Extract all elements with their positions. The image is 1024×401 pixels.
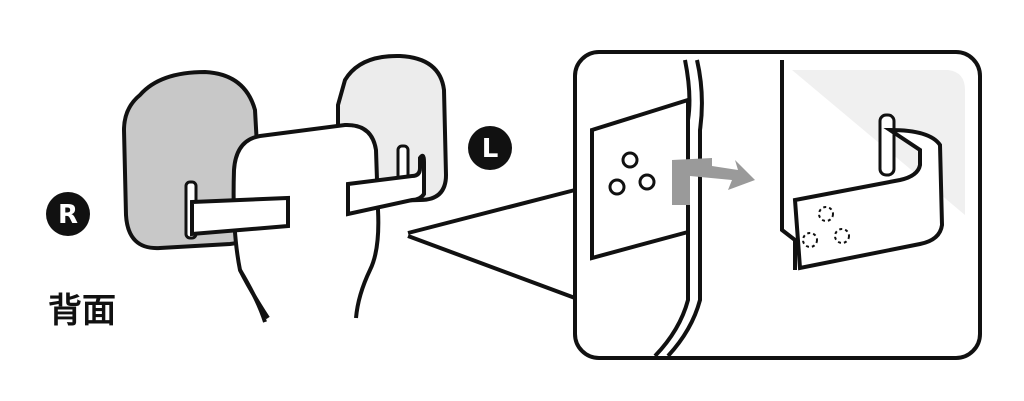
right-badge: R xyxy=(46,192,90,236)
callout-lines xyxy=(407,188,576,300)
pad-edge-detail xyxy=(590,59,704,358)
right-label: R xyxy=(58,200,78,230)
velcro-dots xyxy=(608,151,656,196)
left-badge: L xyxy=(468,126,512,170)
attach-arrow-icon xyxy=(672,158,755,205)
velcro-dots-dashed xyxy=(802,206,850,248)
strap-detail xyxy=(780,60,965,271)
left-strap xyxy=(346,144,426,217)
right-strap xyxy=(184,180,290,240)
body-outline xyxy=(231,122,381,320)
left-label: L xyxy=(482,134,499,164)
back-view-label: 背面 xyxy=(48,291,116,331)
